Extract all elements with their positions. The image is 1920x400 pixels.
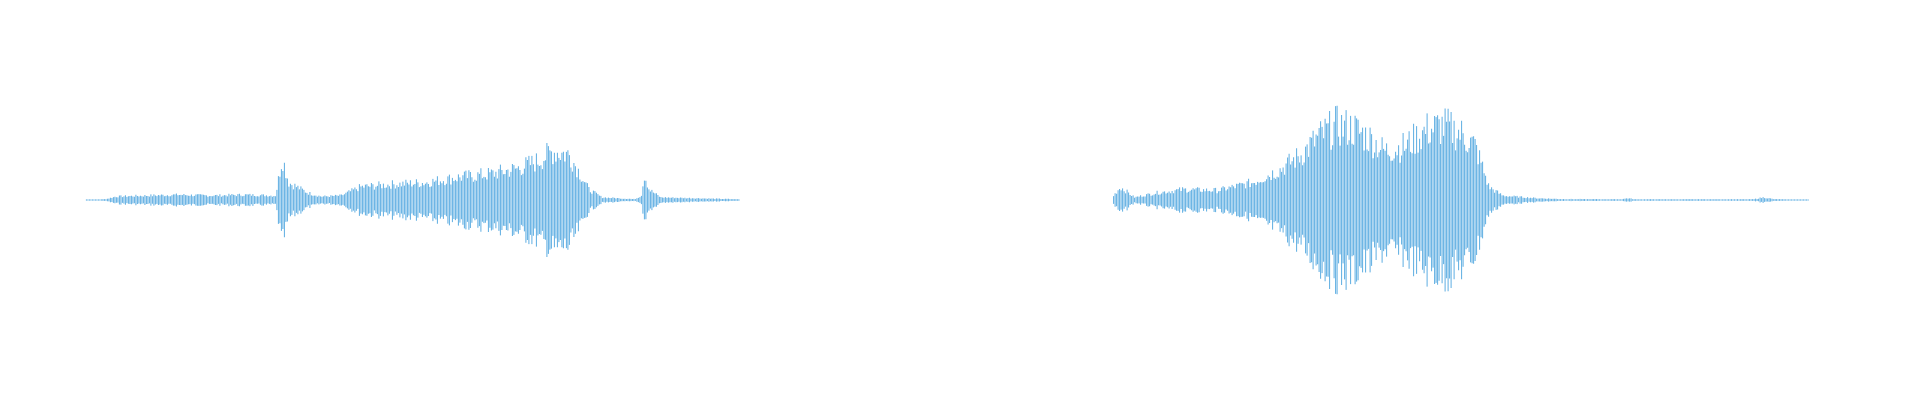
waveform-clip-2 [1113, 105, 1809, 295]
waveform-path [85, 143, 740, 257]
waveform-clip-1 [85, 143, 740, 257]
clips-layer [85, 105, 1809, 295]
waveform-path [1113, 105, 1809, 295]
